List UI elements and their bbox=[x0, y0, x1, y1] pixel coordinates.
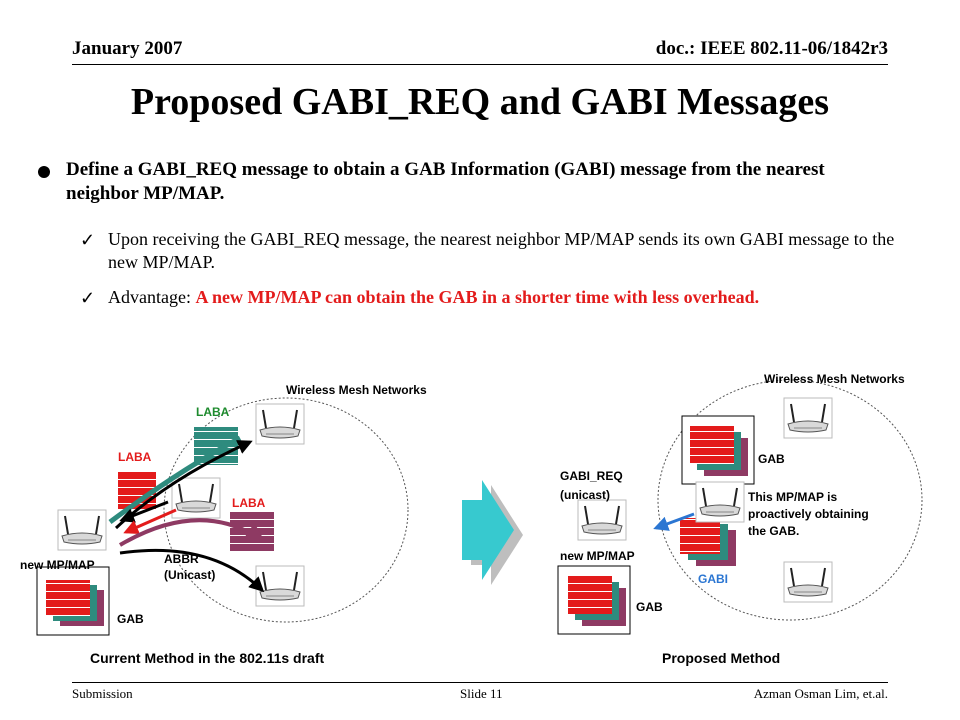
left-arrow-maroon bbox=[118, 518, 266, 547]
advantage-highlight: A new MP/MAP can obtain the GAB in a sho… bbox=[195, 287, 760, 307]
left-arrow-red bbox=[123, 508, 177, 535]
right-gabi-req-label: GABI_REQ (unicast) bbox=[560, 469, 623, 502]
bullet-sub-1-text: Upon receiving the GABI_REQ message, the… bbox=[108, 229, 895, 272]
left-abbr-label: ABBR (Unicast) bbox=[164, 552, 216, 582]
bullet-main-text: Define a GABI_REQ message to obtain a GA… bbox=[66, 159, 825, 204]
header-rule bbox=[72, 64, 888, 65]
right-network-ellipse bbox=[657, 379, 923, 621]
right-gab-bottom-label: GAB bbox=[636, 600, 663, 614]
left-router-center bbox=[171, 477, 221, 519]
left-gab-stack bbox=[46, 580, 104, 626]
right-arrow-gabi bbox=[653, 512, 695, 531]
header-date: January 2007 bbox=[72, 38, 183, 59]
left-laba-left-label: LABA bbox=[118, 450, 152, 464]
bullet-sub-2: ✓ Advantage: A new MP/MAP can obtain the… bbox=[80, 286, 898, 309]
left-network-ellipse bbox=[163, 397, 409, 623]
right-gabi-label: GABI bbox=[698, 572, 728, 586]
right-router-bottom bbox=[783, 561, 833, 603]
right-caption: Proposed Method bbox=[662, 650, 781, 666]
right-diagram bbox=[557, 379, 923, 635]
left-gab-label: GAB bbox=[117, 612, 144, 626]
slide-title: Proposed GABI_REQ and GABI Messages bbox=[130, 81, 830, 123]
left-laba-mid-label: LABA bbox=[232, 496, 266, 510]
right-node-note: This MP/MAP is proactively obtaining the… bbox=[748, 490, 869, 538]
bullet-sub-1: ✓ Upon receiving the GABI_REQ message, t… bbox=[80, 228, 898, 274]
transition-arrow-icon bbox=[462, 480, 523, 585]
right-router-center bbox=[695, 481, 745, 523]
left-arrow-black-short bbox=[119, 500, 169, 523]
footer-slide-number: Slide 11 bbox=[460, 686, 503, 701]
right-router-new bbox=[577, 499, 627, 541]
right-router-top bbox=[783, 397, 833, 439]
left-laba-red-stack bbox=[118, 471, 156, 509]
left-laba-maroon-stack bbox=[230, 512, 274, 552]
right-new-node-label: new MP/MAP bbox=[560, 549, 635, 563]
checkmark-icon: ✓ bbox=[80, 288, 96, 308]
bullet-main: Define a GABI_REQ message to obtain a GA… bbox=[38, 158, 898, 206]
header-doc-id: doc.: IEEE 802.11-06/1842r3 bbox=[655, 38, 888, 59]
footer-submission: Submission bbox=[72, 686, 133, 701]
left-network-label: Wireless Mesh Networks bbox=[286, 383, 427, 397]
left-diagram bbox=[36, 397, 409, 636]
left-router-bottom bbox=[255, 565, 305, 607]
right-network-label: Wireless Mesh Networks bbox=[764, 372, 905, 386]
left-router-top bbox=[255, 403, 305, 445]
footer-authors: Azman Osman Lim, et.al. bbox=[753, 686, 888, 701]
right-gab-bottom-stack bbox=[568, 576, 626, 626]
right-gabi-stack bbox=[680, 518, 736, 566]
left-new-node-label: new MP/MAP bbox=[20, 558, 95, 572]
checkmark-icon: ✓ bbox=[80, 230, 96, 250]
left-arrow-abbr bbox=[119, 548, 265, 593]
bullet-dot-icon bbox=[38, 166, 50, 178]
footer-rule bbox=[72, 682, 888, 683]
right-gab-top-stack bbox=[690, 426, 748, 476]
advantage-prefix: Advantage: bbox=[108, 287, 196, 307]
left-caption: Current Method in the 802.11s draft bbox=[90, 650, 325, 666]
bullet-sub-2-text: Advantage: A new MP/MAP can obtain the G… bbox=[108, 286, 898, 309]
right-gab-top-label: GAB bbox=[758, 452, 785, 466]
left-laba-top-label: LABA bbox=[196, 405, 230, 419]
left-router-new bbox=[57, 509, 107, 551]
